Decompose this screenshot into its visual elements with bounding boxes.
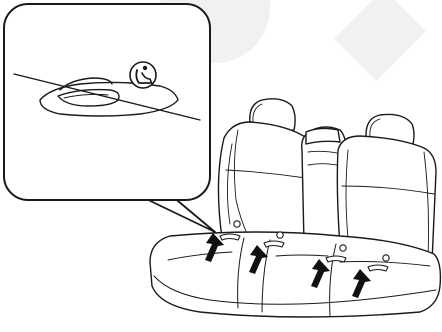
child-seat-anchor-icon bbox=[130, 62, 156, 88]
left-seatback bbox=[218, 122, 311, 248]
callout-pointer bbox=[140, 196, 215, 232]
callout bbox=[4, 4, 215, 232]
